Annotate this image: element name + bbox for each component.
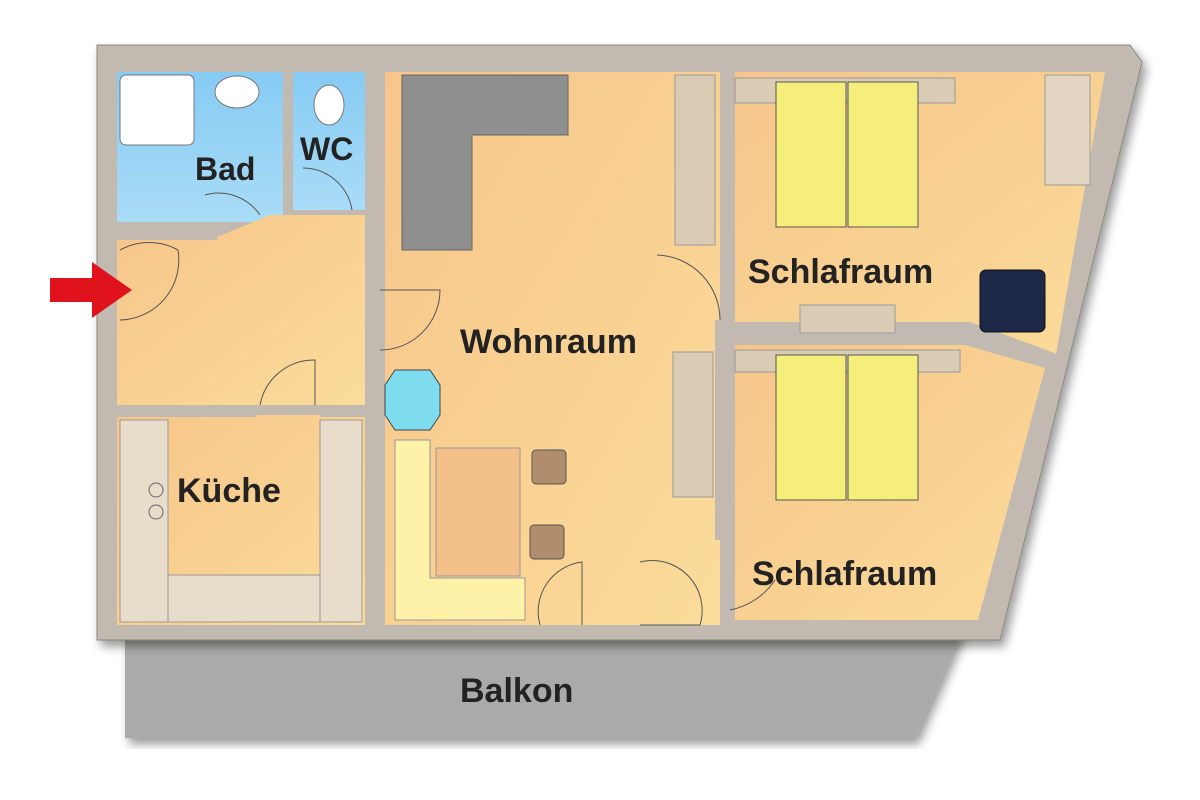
shower [119,74,195,146]
hob [148,504,164,520]
chair [531,449,567,485]
sink [214,75,260,109]
sofa [401,74,569,251]
entrance-arrow-icon [50,262,132,318]
bed-2 [734,349,961,501]
toilet [313,84,345,126]
room-label-schlafraum-1: Schlafraum [748,253,933,291]
stove [384,369,441,431]
room-label-wohnraum: Wohnraum [460,323,637,361]
bed-1 [734,77,956,228]
room-label-kueche: Küche [177,472,281,510]
door-swings [119,167,776,626]
dining-table [435,447,521,577]
wardrobe [1044,74,1091,186]
kitchen-counter [319,419,363,623]
cabinet [674,74,716,246]
chair [529,524,565,560]
balcony [125,630,962,738]
desk [799,304,896,334]
hob [148,482,164,498]
corner-bench [394,439,526,621]
kitchen-counter [167,574,321,623]
inner-walls [117,60,1060,630]
room-label-schlafraum-2: Schlafraum [752,555,937,593]
tv-unit [672,351,714,498]
room-label-wc: WC [300,131,353,167]
armchair [979,269,1046,333]
kitchen-counter [119,419,169,623]
room-label-bad: Bad [195,151,255,187]
room-label-balkon: Balkon [460,672,573,710]
